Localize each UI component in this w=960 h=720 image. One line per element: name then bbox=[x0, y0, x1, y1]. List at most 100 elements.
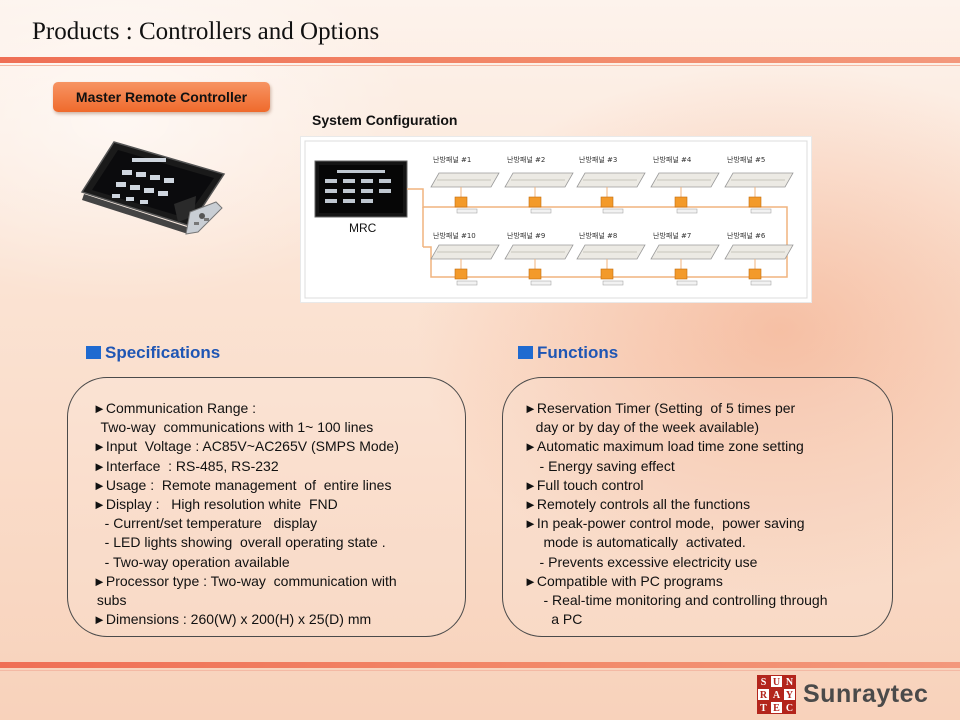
title-rule bbox=[0, 57, 960, 63]
panel-controller-box bbox=[454, 268, 468, 280]
functions-list: ► Reservation Timer (Setting of 5 times p… bbox=[524, 399, 827, 629]
logo-letter: S bbox=[757, 675, 770, 688]
list-item-text: day or by day of the week available) bbox=[524, 419, 760, 436]
list-item: ►Automatic maximum load time zone settin… bbox=[524, 437, 827, 456]
triangle-bullet-icon: ► bbox=[524, 477, 537, 493]
list-item-text: Automatic maximum load time zone setting bbox=[536, 438, 804, 455]
functions-heading: Functions bbox=[518, 343, 618, 363]
list-item: - LED lights showing overall operating s… bbox=[93, 533, 399, 552]
mrc-label: MRC bbox=[349, 221, 377, 235]
triangle-bullet-icon: ► bbox=[524, 439, 537, 455]
panel-label: 난방패널 #7 bbox=[653, 231, 691, 240]
list-item: day or by day of the week available) bbox=[524, 418, 827, 437]
logo-letter: N bbox=[783, 675, 796, 688]
list-item: ►Full touch control bbox=[524, 476, 827, 495]
panel-tag bbox=[530, 208, 552, 214]
triangle-bullet-icon: ► bbox=[93, 496, 106, 512]
panel-controller-box bbox=[600, 196, 614, 208]
panel-controller-box bbox=[454, 196, 468, 208]
triangle-bullet-icon: ► bbox=[524, 516, 537, 532]
panel-label: 난방패널 #10 bbox=[433, 231, 476, 240]
list-item-text: Dimensions : 260(W) x 200(H) x 25(D) mm bbox=[105, 611, 372, 628]
panel-tag bbox=[602, 208, 624, 214]
panel-tag bbox=[530, 280, 552, 286]
list-item: - Prevents excessive electricity use bbox=[524, 553, 827, 572]
list-item: mode is automatically activated. bbox=[524, 533, 827, 552]
logo-letter: U bbox=[770, 675, 783, 688]
list-item-text: - Energy saving effect bbox=[524, 457, 675, 474]
list-item: ►Processor type : Two-way communication … bbox=[93, 572, 399, 591]
triangle-bullet-icon: ► bbox=[524, 573, 537, 589]
list-item-text: Reservation Timer (Setting of 5 times pe… bbox=[536, 400, 796, 416]
title-rule-thin bbox=[0, 65, 960, 66]
panel-tag bbox=[750, 208, 772, 214]
panel-label: 난방패널 #3 bbox=[579, 155, 617, 164]
footer-rule-thin bbox=[0, 670, 960, 671]
panel-tag bbox=[676, 208, 698, 214]
specifications-heading-text: Specifications bbox=[105, 343, 221, 362]
list-item: - Real-time monitoring and controlling t… bbox=[524, 591, 827, 610]
triangle-bullet-icon: ► bbox=[93, 401, 106, 416]
list-item-text: - Current/set temperature display bbox=[93, 515, 318, 532]
product-tag: Master Remote Controller bbox=[53, 82, 270, 112]
list-item-text: Compatible with PC programs bbox=[536, 572, 723, 589]
list-item: subs bbox=[93, 591, 399, 610]
triangle-bullet-icon: ► bbox=[93, 458, 106, 474]
logo-letter: A bbox=[770, 688, 783, 701]
list-item-text: Remotely controls all the functions bbox=[536, 495, 751, 512]
logo-letter: E bbox=[770, 701, 783, 714]
list-item: ►Compatible with PC programs bbox=[524, 572, 827, 591]
brand-name: Sunraytec bbox=[803, 680, 929, 708]
panel-tag bbox=[676, 280, 698, 286]
list-item-text: Full touch control bbox=[536, 476, 644, 493]
list-item: - Two-way operation available bbox=[93, 553, 399, 572]
square-bullet-icon bbox=[518, 346, 533, 359]
logo-letter: Y bbox=[783, 688, 796, 701]
panel-controller-box bbox=[674, 196, 688, 208]
square-bullet-icon bbox=[86, 346, 101, 359]
logo-letter: C bbox=[783, 701, 796, 714]
panel-tag bbox=[456, 280, 478, 286]
panel-label: 난방패널 #5 bbox=[727, 155, 765, 164]
list-item-text: - Real-time monitoring and controlling t… bbox=[524, 591, 828, 608]
specifications-heading: Specifications bbox=[86, 343, 220, 363]
panel-tag bbox=[456, 208, 478, 214]
triangle-bullet-icon: ► bbox=[93, 612, 106, 628]
panel-controller-box bbox=[528, 196, 542, 208]
panel-label: 난방패널 #4 bbox=[653, 155, 692, 164]
list-item: ►Input Voltage : AC85V~AC265V (SMPS Mode… bbox=[93, 437, 399, 456]
list-item-text: - LED lights showing overall operating s… bbox=[93, 534, 386, 551]
functions-box: ► Reservation Timer (Setting of 5 times p… bbox=[502, 377, 893, 637]
list-item: - Energy saving effect bbox=[524, 457, 827, 476]
triangle-bullet-icon: ► bbox=[93, 573, 106, 589]
list-item: ►Dimensions : 260(W) x 200(H) x 25(D) mm bbox=[93, 610, 399, 629]
list-item-text: Input Voltage : AC85V~AC265V (SMPS Mode) bbox=[105, 438, 399, 455]
footer-rule bbox=[0, 662, 960, 668]
page-title: Products : Controllers and Options bbox=[32, 18, 380, 45]
panel-tag bbox=[602, 280, 624, 286]
panel-label: 난방패널 #1 bbox=[433, 155, 471, 164]
list-item: ►Display : High resolution white FND bbox=[93, 495, 399, 514]
panel-label: 난방패널 #6 bbox=[727, 231, 766, 240]
panel-controller-box bbox=[528, 268, 542, 280]
list-item-text: mode is automatically activated. bbox=[524, 534, 746, 551]
list-item: ►Communication Range : bbox=[93, 399, 399, 418]
list-item-text: Usage : Remote management of entire line… bbox=[105, 476, 392, 493]
panel-label: 난방패널 #2 bbox=[507, 155, 545, 164]
panel-label: 난방패널 #9 bbox=[507, 231, 545, 240]
list-item-text: Processor type : Two-way communication w… bbox=[105, 572, 397, 589]
list-item-text: subs bbox=[93, 591, 127, 608]
panel-row-top: 난방패널 #1 난방패널 #2 난방패널 #3 난방패널 #4 난방패널 #5 bbox=[430, 155, 794, 214]
functions-heading-text: Functions bbox=[537, 343, 619, 362]
triangle-bullet-icon: ► bbox=[93, 477, 106, 493]
list-item: ►In peak-power control mode, power savin… bbox=[524, 514, 827, 533]
list-item-text: a PC bbox=[524, 611, 583, 628]
list-item-text: Interface : RS-485, RS-232 bbox=[105, 457, 279, 474]
specifications-box: ►Communication Range : Two-way communica… bbox=[67, 377, 466, 637]
list-item: ►Usage : Remote management of entire lin… bbox=[93, 476, 399, 495]
